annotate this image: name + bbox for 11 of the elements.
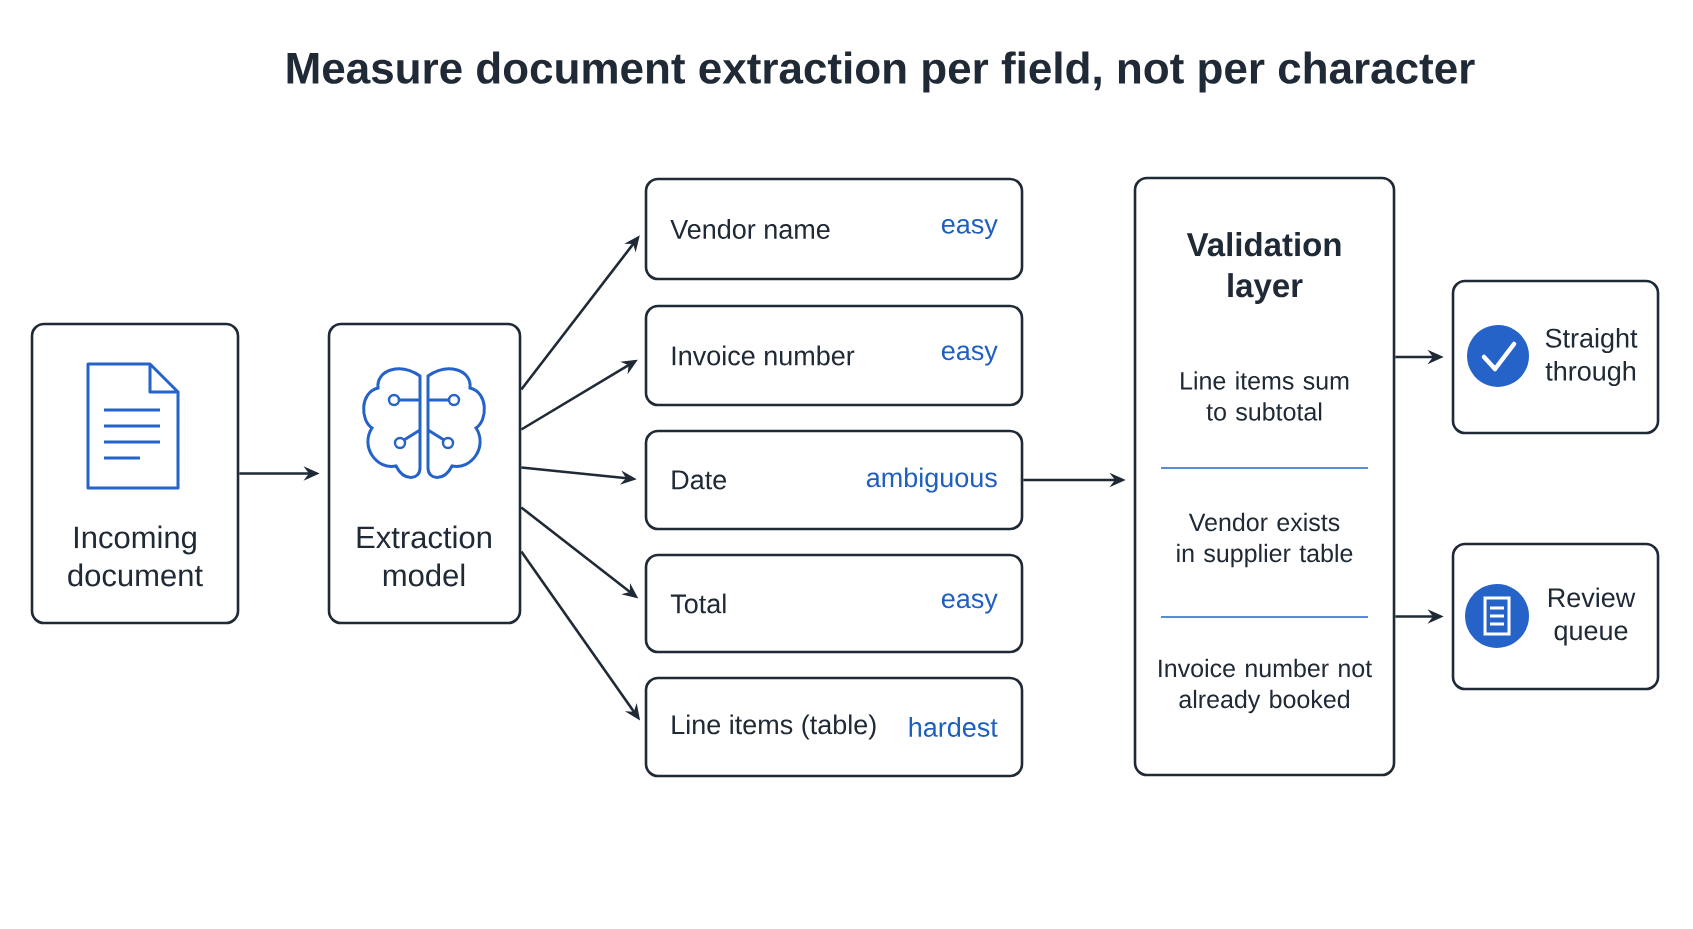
field-box: Vendor name easy <box>644 177 1024 281</box>
process-box: Incoming document <box>30 322 240 625</box>
field-box: Line items (table) hardest <box>644 676 1024 778</box>
field-box: Invoice number easy <box>644 304 1024 407</box>
validation-panel: Validation layer Line items sum to subtotal Vendor exists in supplier table Invoice number not already booked <box>1133 176 1396 777</box>
field-box: Date ambiguous <box>644 429 1024 531</box>
outcome-box: Straight through <box>1451 279 1660 435</box>
outcome-box: Review queue <box>1451 542 1660 691</box>
field-box: Total easy <box>644 553 1024 654</box>
title: Measure document extraction per field, not per character <box>287 51 1475 93</box>
process-box: Extraction model <box>327 322 522 625</box>
